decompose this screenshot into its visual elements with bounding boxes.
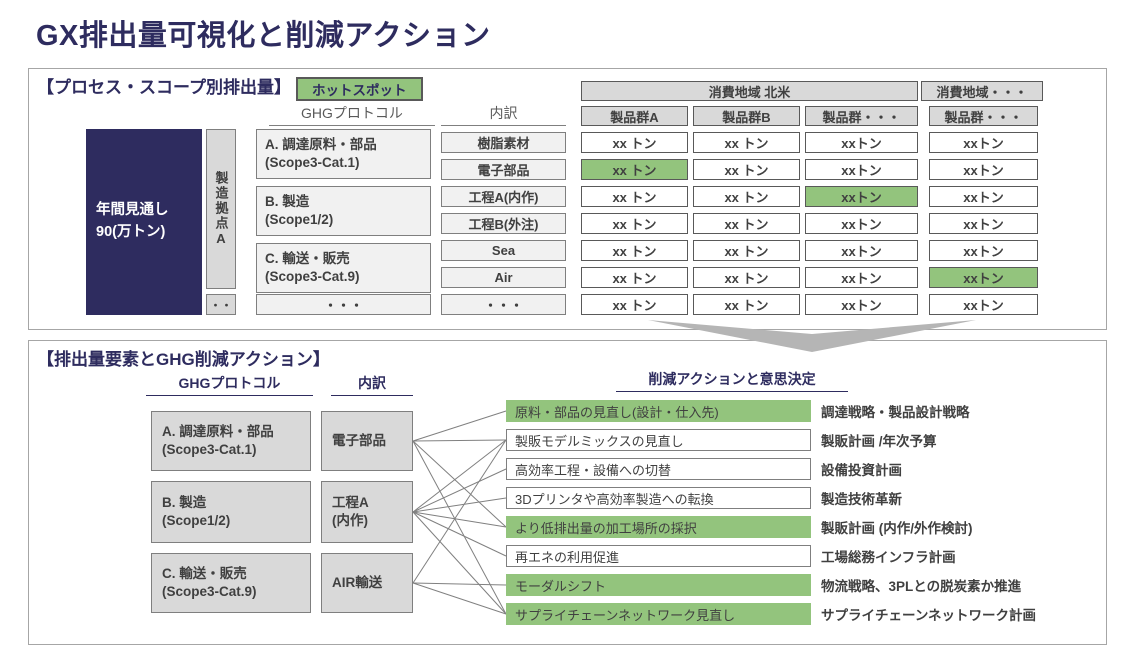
region-group-header: 消費地域 北米	[581, 81, 918, 101]
process-scope-panel: 【プロセス・スコープ別排出量】 ホットスポット GHGプロトコル 内訳 年間見通…	[28, 68, 1107, 330]
breakdown-row-box: 電子部品	[441, 159, 566, 180]
emission-cell: xx トン	[693, 240, 800, 261]
decision-label: 製造技術革新	[821, 492, 902, 507]
emission-cell: xxトン	[805, 186, 918, 207]
reduction-action: 再エネの利用促進	[506, 545, 811, 567]
site-more-box: ・・	[206, 294, 236, 315]
emission-cell: xx トン	[581, 132, 688, 153]
emission-cell: xx トン	[581, 240, 688, 261]
annual-forecast-box: 年間見通し 90(万トン)	[86, 129, 202, 315]
emission-cell: xx トン	[693, 186, 800, 207]
reduction-action: 高効率工程・設備への切替	[506, 458, 811, 480]
connector-line	[412, 468, 507, 513]
connector-line	[412, 410, 507, 442]
emission-cell: xx トン	[581, 267, 688, 288]
emission-cell: xx トン	[693, 132, 800, 153]
emission-cell: xxトン	[805, 267, 918, 288]
decision-label: 製販計画 (内作/外作検討)	[821, 521, 973, 536]
region-group-header: 消費地域・・・	[921, 81, 1043, 101]
emission-cell: xxトン	[929, 294, 1038, 315]
bottom-section-title: 【排出量要素とGHG削減アクション】	[37, 350, 330, 369]
emission-cell: xx トン	[581, 159, 688, 180]
bottom-ghg-protocol-header: GHGプロトコル	[146, 373, 313, 396]
decision-label: 物流戦略、3PLとの脱炭素か推進	[821, 579, 1022, 594]
manufacturing-site-box: 製造拠点A	[206, 129, 236, 289]
breakdown-row-box: ・・・	[441, 294, 566, 315]
emission-cell: xxトン	[805, 240, 918, 261]
top-breakdown-header: 内訳	[441, 103, 566, 126]
decision-label: 製販計画 /年次予算	[821, 434, 937, 449]
decision-label: 調達戦略・製品設計戦略	[821, 405, 970, 420]
emission-cell: xxトン	[805, 294, 918, 315]
breakdown-box: AIR輸送	[321, 553, 413, 613]
hotspot-badge: ホットスポット	[296, 77, 423, 101]
decision-label: 工場総務インフラ計画	[821, 550, 956, 565]
connector-line	[412, 582, 507, 615]
product-group-header: 製品群・・・	[805, 106, 918, 126]
connector-line	[412, 440, 507, 528]
reduction-action: 3Dプリンタや高効率製造への転換	[506, 487, 811, 509]
connector-line	[412, 439, 507, 584]
emission-cell: xx トン	[693, 213, 800, 234]
connector-line	[412, 440, 507, 615]
ghg-protocol-box: A. 調達原料・部品 (Scope3-Cat.1)	[151, 411, 311, 471]
emission-cell: xxトン	[929, 132, 1038, 153]
emission-cell: xxトン	[805, 159, 918, 180]
top-section-title: 【プロセス・スコープ別排出量】	[37, 78, 291, 97]
decision-label: サプライチェーンネットワーク計画	[821, 608, 1037, 623]
reduction-action: モーダルシフト	[506, 574, 811, 596]
connector-line	[412, 439, 507, 513]
product-group-header: 製品群B	[693, 106, 800, 126]
breakdown-box: 電子部品	[321, 411, 413, 471]
decision-label: 設備投資計画	[821, 463, 902, 478]
connector-line	[412, 511, 507, 615]
ghg-protocol-box: B. 製造 (Scope1/2)	[256, 186, 431, 236]
breakdown-box: 工程A (内作)	[321, 481, 413, 543]
ghg-protocol-box: ・・・	[256, 294, 431, 315]
emission-cell: xxトン	[805, 132, 918, 153]
actions-decisions-header: 削減アクションと意思決定	[616, 369, 848, 392]
emission-cell: xxトン	[805, 213, 918, 234]
connector-line	[412, 582, 507, 586]
reduction-action: より低排出量の加工場所の採択	[506, 516, 811, 538]
emission-cell: xx トン	[581, 294, 688, 315]
breakdown-row-box: 工程B(外注)	[441, 213, 566, 234]
ghg-protocol-box: A. 調達原料・部品 (Scope3-Cat.1)	[256, 129, 431, 179]
emission-cell: xx トン	[581, 213, 688, 234]
ghg-protocol-box: B. 製造 (Scope1/2)	[151, 481, 311, 543]
breakdown-row-box: 樹脂素材	[441, 132, 566, 153]
breakdown-row-box: Air	[441, 267, 566, 288]
connector-line	[412, 511, 507, 557]
emission-cell: xxトン	[929, 267, 1038, 288]
reduction-action: 製販モデルミックスの見直し	[506, 429, 811, 451]
connector-line	[412, 497, 507, 513]
breakdown-row-box: 工程A(内作)	[441, 186, 566, 207]
connector-line	[412, 439, 507, 442]
reduction-action: サプライチェーンネットワーク見直し	[506, 603, 811, 625]
emission-cell: xx トン	[693, 159, 800, 180]
manufacturing-site-label: 製造拠点A	[213, 170, 229, 248]
emission-cell: xx トン	[693, 294, 800, 315]
breakdown-row-box: Sea	[441, 240, 566, 261]
emission-cell: xxトン	[929, 159, 1038, 180]
bottom-breakdown-header: 内訳	[331, 373, 413, 396]
emission-cell: xx トン	[581, 186, 688, 207]
page-title: GX排出量可視化と削減アクション	[36, 20, 491, 52]
top-ghg-protocol-header: GHGプロトコル	[269, 103, 435, 126]
reduction-action: 原料・部品の見直し(設計・仕入先)	[506, 400, 811, 422]
product-group-header: 製品群A	[581, 106, 688, 126]
emission-cell: xxトン	[929, 213, 1038, 234]
reduction-actions-panel: 【排出量要素とGHG削減アクション】 GHGプロトコル 内訳 削減アクションと意…	[28, 340, 1107, 645]
ghg-protocol-box: C. 輸送・販売 (Scope3-Cat.9)	[256, 243, 431, 293]
emission-cell: xx トン	[693, 267, 800, 288]
emission-cell: xxトン	[929, 240, 1038, 261]
connector-line	[412, 511, 507, 528]
ghg-protocol-box: C. 輸送・販売 (Scope3-Cat.9)	[151, 553, 311, 613]
emission-cell: xxトン	[929, 186, 1038, 207]
product-group-header: 製品群・・・	[929, 106, 1038, 126]
